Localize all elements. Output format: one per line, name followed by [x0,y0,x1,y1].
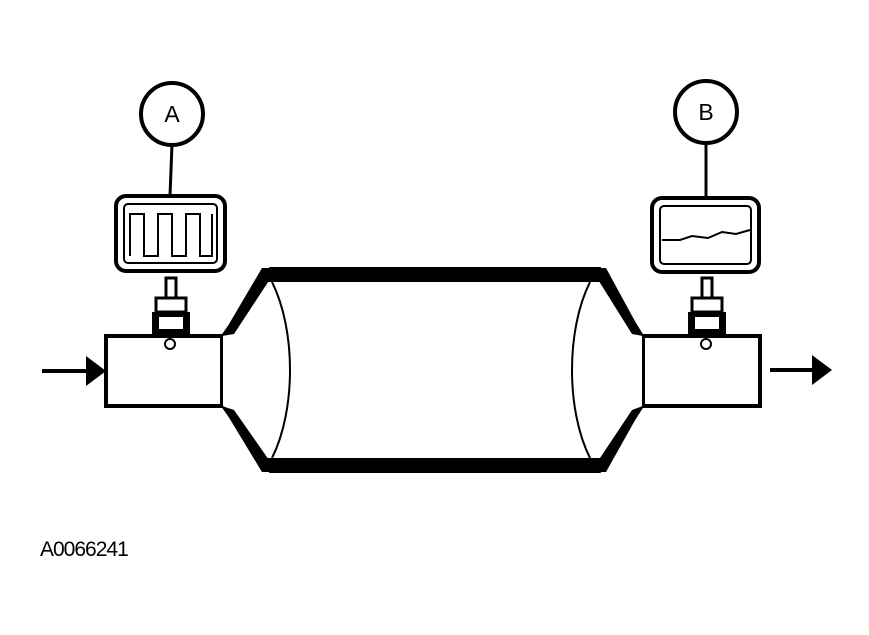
figure-id-label: A0066241 [40,538,129,561]
outlet-flow-arrow [770,355,832,385]
upstream-signal-display [114,194,227,273]
inlet-pipe [104,334,224,408]
steady-waveform-icon [662,229,751,241]
switching-waveform-icon [129,213,213,257]
downstream-signal-display [650,196,761,274]
callout-a-label: A [164,101,180,127]
callout-a-leader [168,143,174,197]
callout-a: A [139,81,205,147]
callout-b-label: B [698,99,713,125]
callout-b: B [673,79,739,145]
downstream-oxygen-sensor [688,276,726,350]
upstream-oxygen-sensor [152,276,190,350]
inlet-flow-arrow [42,356,106,386]
converter-body [221,267,644,473]
